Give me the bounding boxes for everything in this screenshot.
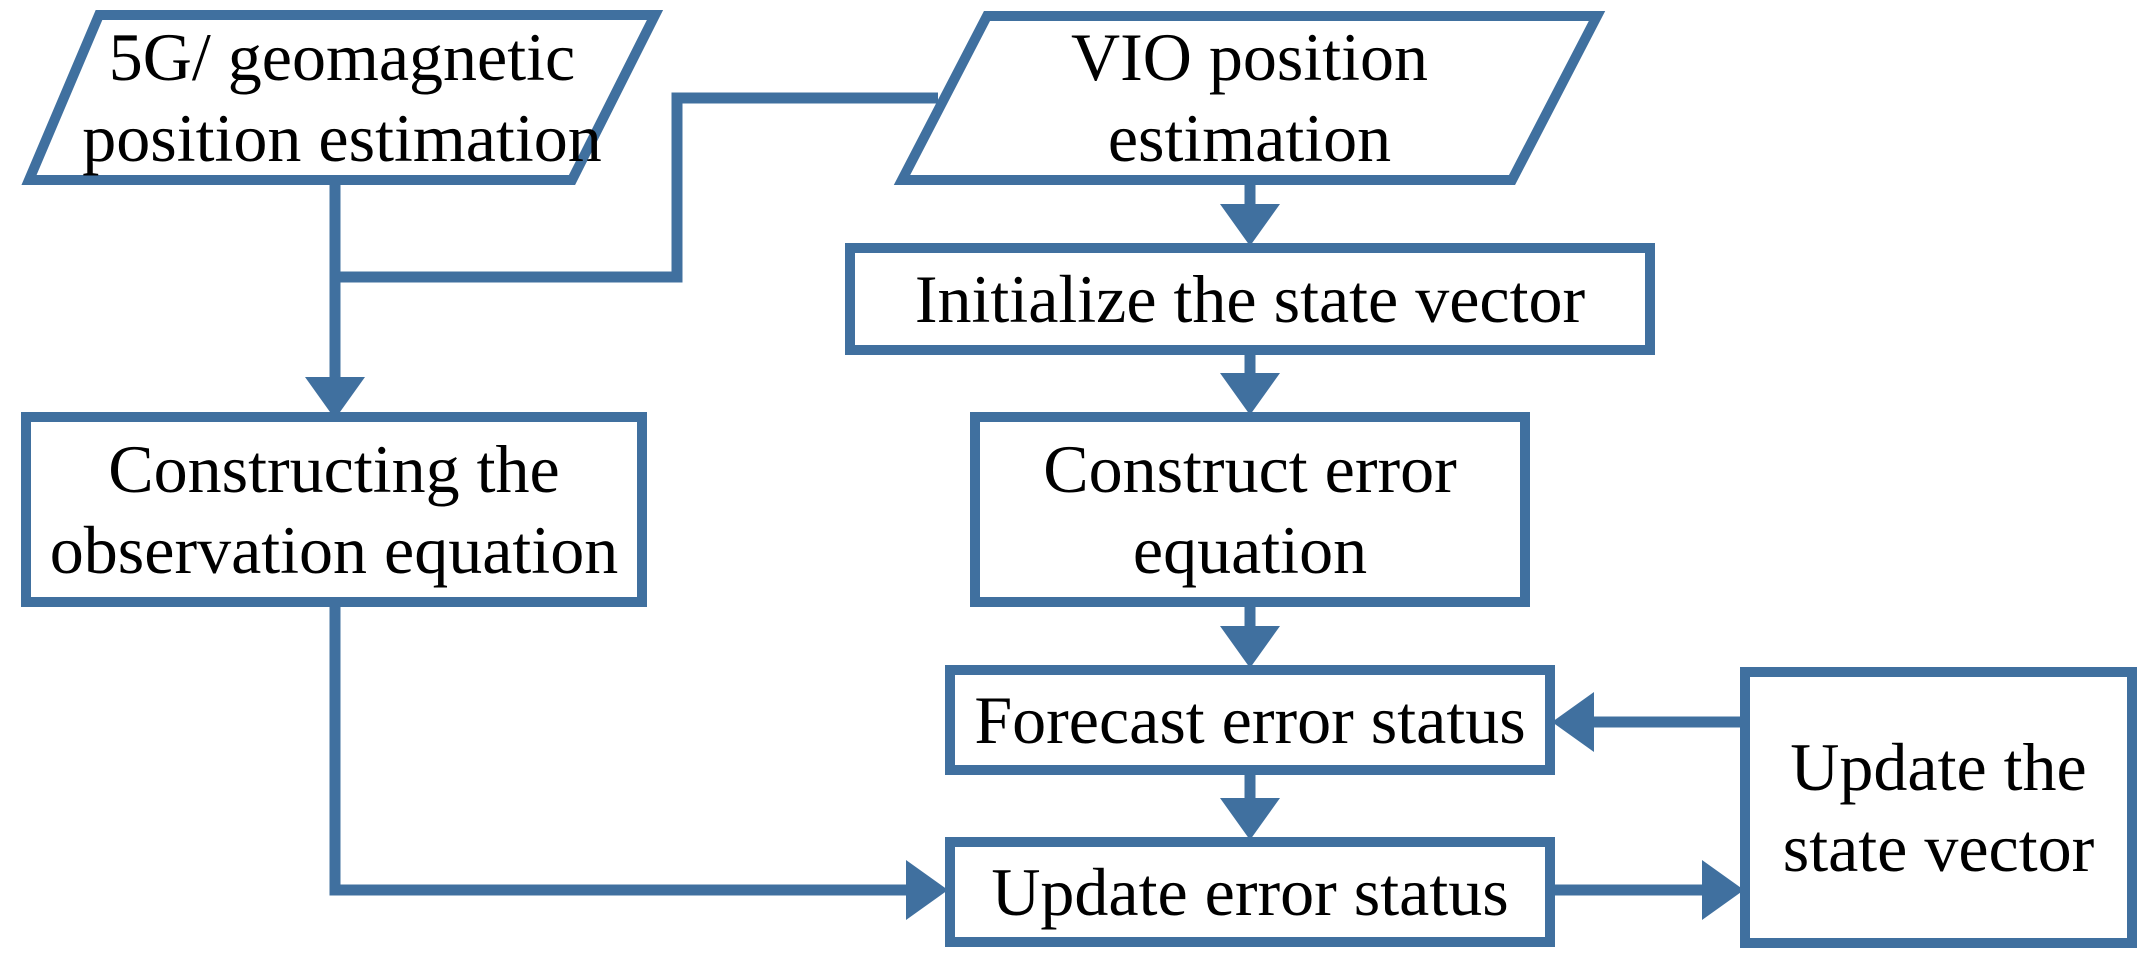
- node-forecast-label: Forecast error status: [950, 670, 1550, 770]
- node-5g-geomagnetic-shape: [21, 10, 664, 185]
- label-line: Initialize the state vector: [914, 260, 1586, 337]
- arrowhead-into-forecast-right: [1552, 692, 1594, 752]
- arrowhead-into-construct-error: [1220, 373, 1280, 415]
- node-constructing-observation-label: Constructing the observation equation: [26, 417, 642, 602]
- node-forecast-shape: [945, 665, 1555, 775]
- arrowhead-into-update-error-left: [906, 860, 948, 920]
- node-5g-geomagnetic-label: 5G/ geomagnetic position estimation: [29, 15, 655, 180]
- label-line: position estimation: [82, 99, 602, 176]
- arrowhead-into-constructing-observation: [305, 377, 365, 419]
- node-update-state-shape: [1740, 667, 2137, 948]
- label-line: observation equation: [49, 511, 619, 588]
- label-line: Update error status: [991, 853, 1509, 930]
- edge-vio-to-constructing-observation: [340, 92, 938, 283]
- edge-constructing-observation-to-update-error: [329, 604, 906, 896]
- node-constructing-observation-shape: [21, 412, 647, 607]
- node-update-error-label: Update error status: [950, 842, 1550, 942]
- node-initialize-label: Initialize the state vector: [850, 248, 1650, 350]
- label-line: Forecast error status: [974, 681, 1526, 758]
- arrowhead-into-update-error-top: [1220, 798, 1280, 840]
- label-line: state vector: [1782, 809, 2095, 886]
- label-line: Construct error: [1043, 430, 1457, 507]
- node-construct-error-label: Construct error equation: [975, 417, 1525, 602]
- label-line: estimation: [1107, 100, 1392, 176]
- node-initialize-shape: [845, 243, 1655, 355]
- node-construct-error-shape: [970, 412, 1530, 607]
- node-vio-shape: [893, 11, 1606, 185]
- node-vio-label: VIO position estimation: [902, 16, 1597, 180]
- arrowhead-into-update-state: [1702, 860, 1744, 920]
- label-line: equation: [1132, 511, 1368, 588]
- arrowhead-into-forecast-top: [1220, 626, 1280, 668]
- arrowhead-into-initialize: [1220, 204, 1280, 246]
- label-line: Constructing the: [108, 430, 560, 507]
- label-line: Update the: [1790, 728, 2087, 805]
- node-update-error-shape: [945, 837, 1555, 947]
- node-update-state-label: Update the state vector: [1745, 672, 2132, 943]
- label-line: 5G/ geomagnetic: [108, 18, 576, 95]
- label-line: VIO position: [1071, 19, 1428, 95]
